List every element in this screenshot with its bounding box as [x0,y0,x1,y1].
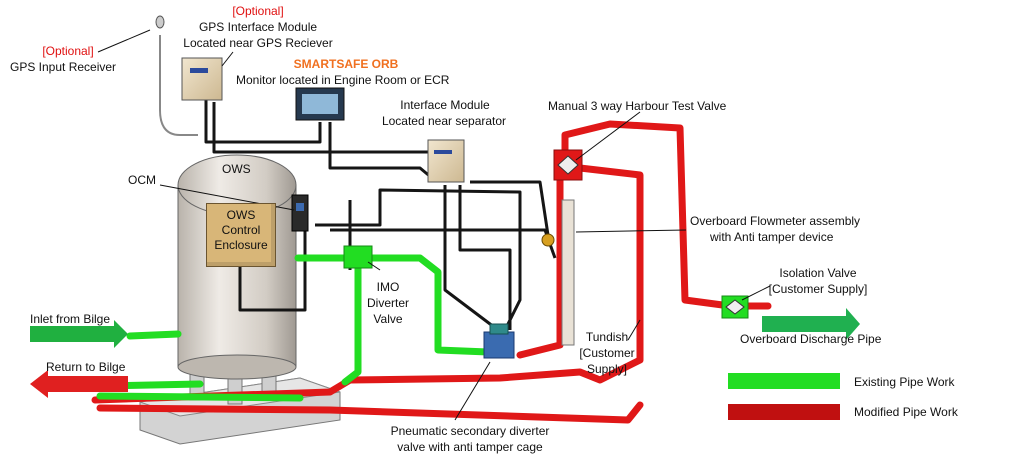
modified-pipe-work [91,120,772,424]
overboard-discharge-label: Overboard Discharge Pipe [740,332,882,346]
inlet-arrow [30,320,128,348]
discharge-arrow [762,308,860,340]
legend-existing-swatch [728,373,840,389]
enclosure-label-1: OWS [226,208,256,222]
gps-receiver [155,15,198,136]
imo-diverter-valve [343,245,373,269]
return-arrow [30,370,128,398]
imo-label-1: IMO [376,280,400,294]
isolation-valve-label-1: Isolation Valve [779,266,857,280]
tundish-label-3: Supply] [586,362,628,376]
interface-module-label-2: Located near separator [381,114,507,128]
ows-label: OWS [222,162,251,176]
flowmeter-label-1: Overboard Flowmeter assembly [690,214,861,228]
gps-interface-module [181,57,223,101]
enclosure-label-2: Control [221,223,261,237]
harbour-valve-label: Manual 3 way Harbour Test Valve [548,99,727,113]
tundish-label-1: Tundish [585,330,629,344]
gps-module-label-1: GPS Interface Module [198,20,318,34]
tundish-label-2: [Customer [579,346,635,360]
imo-label-3: Valve [373,312,403,326]
pneumatic-label-2: valve with anti tamper cage [397,440,543,454]
ocm-unit [291,194,309,232]
pneumatic-label-1: Pneumatic secondary diverter [390,424,550,438]
legend-existing-label: Existing Pipe Work [854,375,955,389]
inlet-label: Inlet from Bilge [30,312,111,326]
imo-label-2: Diverter [366,296,409,310]
gps-module-label-2: Located near GPS Reciever [183,36,333,50]
flowmeter-label-2: with Anti tamper device [710,230,834,244]
smartsafe-monitor [295,87,345,121]
return-label: Return to Bilge [46,360,126,374]
legend-modified-swatch [728,404,840,420]
ows-tank [177,154,297,380]
interface-module [427,139,465,183]
interface-module-label-1: Interface Module [400,98,490,112]
harbour-test-valve [553,149,583,181]
smartsafe-subtitle: Monitor located in Engine Room or ECR [236,73,450,87]
legend-modified-label: Modified Pipe Work [854,405,958,419]
enclosure-label-3: Enclosure [214,238,268,252]
gps-receiver-optional-label: [Optional] [42,44,94,58]
pneumatic-diverter-valve [483,323,515,359]
gps-receiver-label: GPS Input Receiver [10,60,117,74]
isolation-valve [721,295,749,319]
flowmeter-assembly [541,199,575,346]
ows-control-enclosure: OWS Control Enclosure [206,203,276,267]
ocm-label: OCM [128,173,156,187]
smartsafe-title: SMARTSAFE ORB [293,57,399,71]
isolation-valve-label-2: [Customer Supply] [768,282,868,296]
gps-module-optional-label: [Optional] [232,4,284,18]
